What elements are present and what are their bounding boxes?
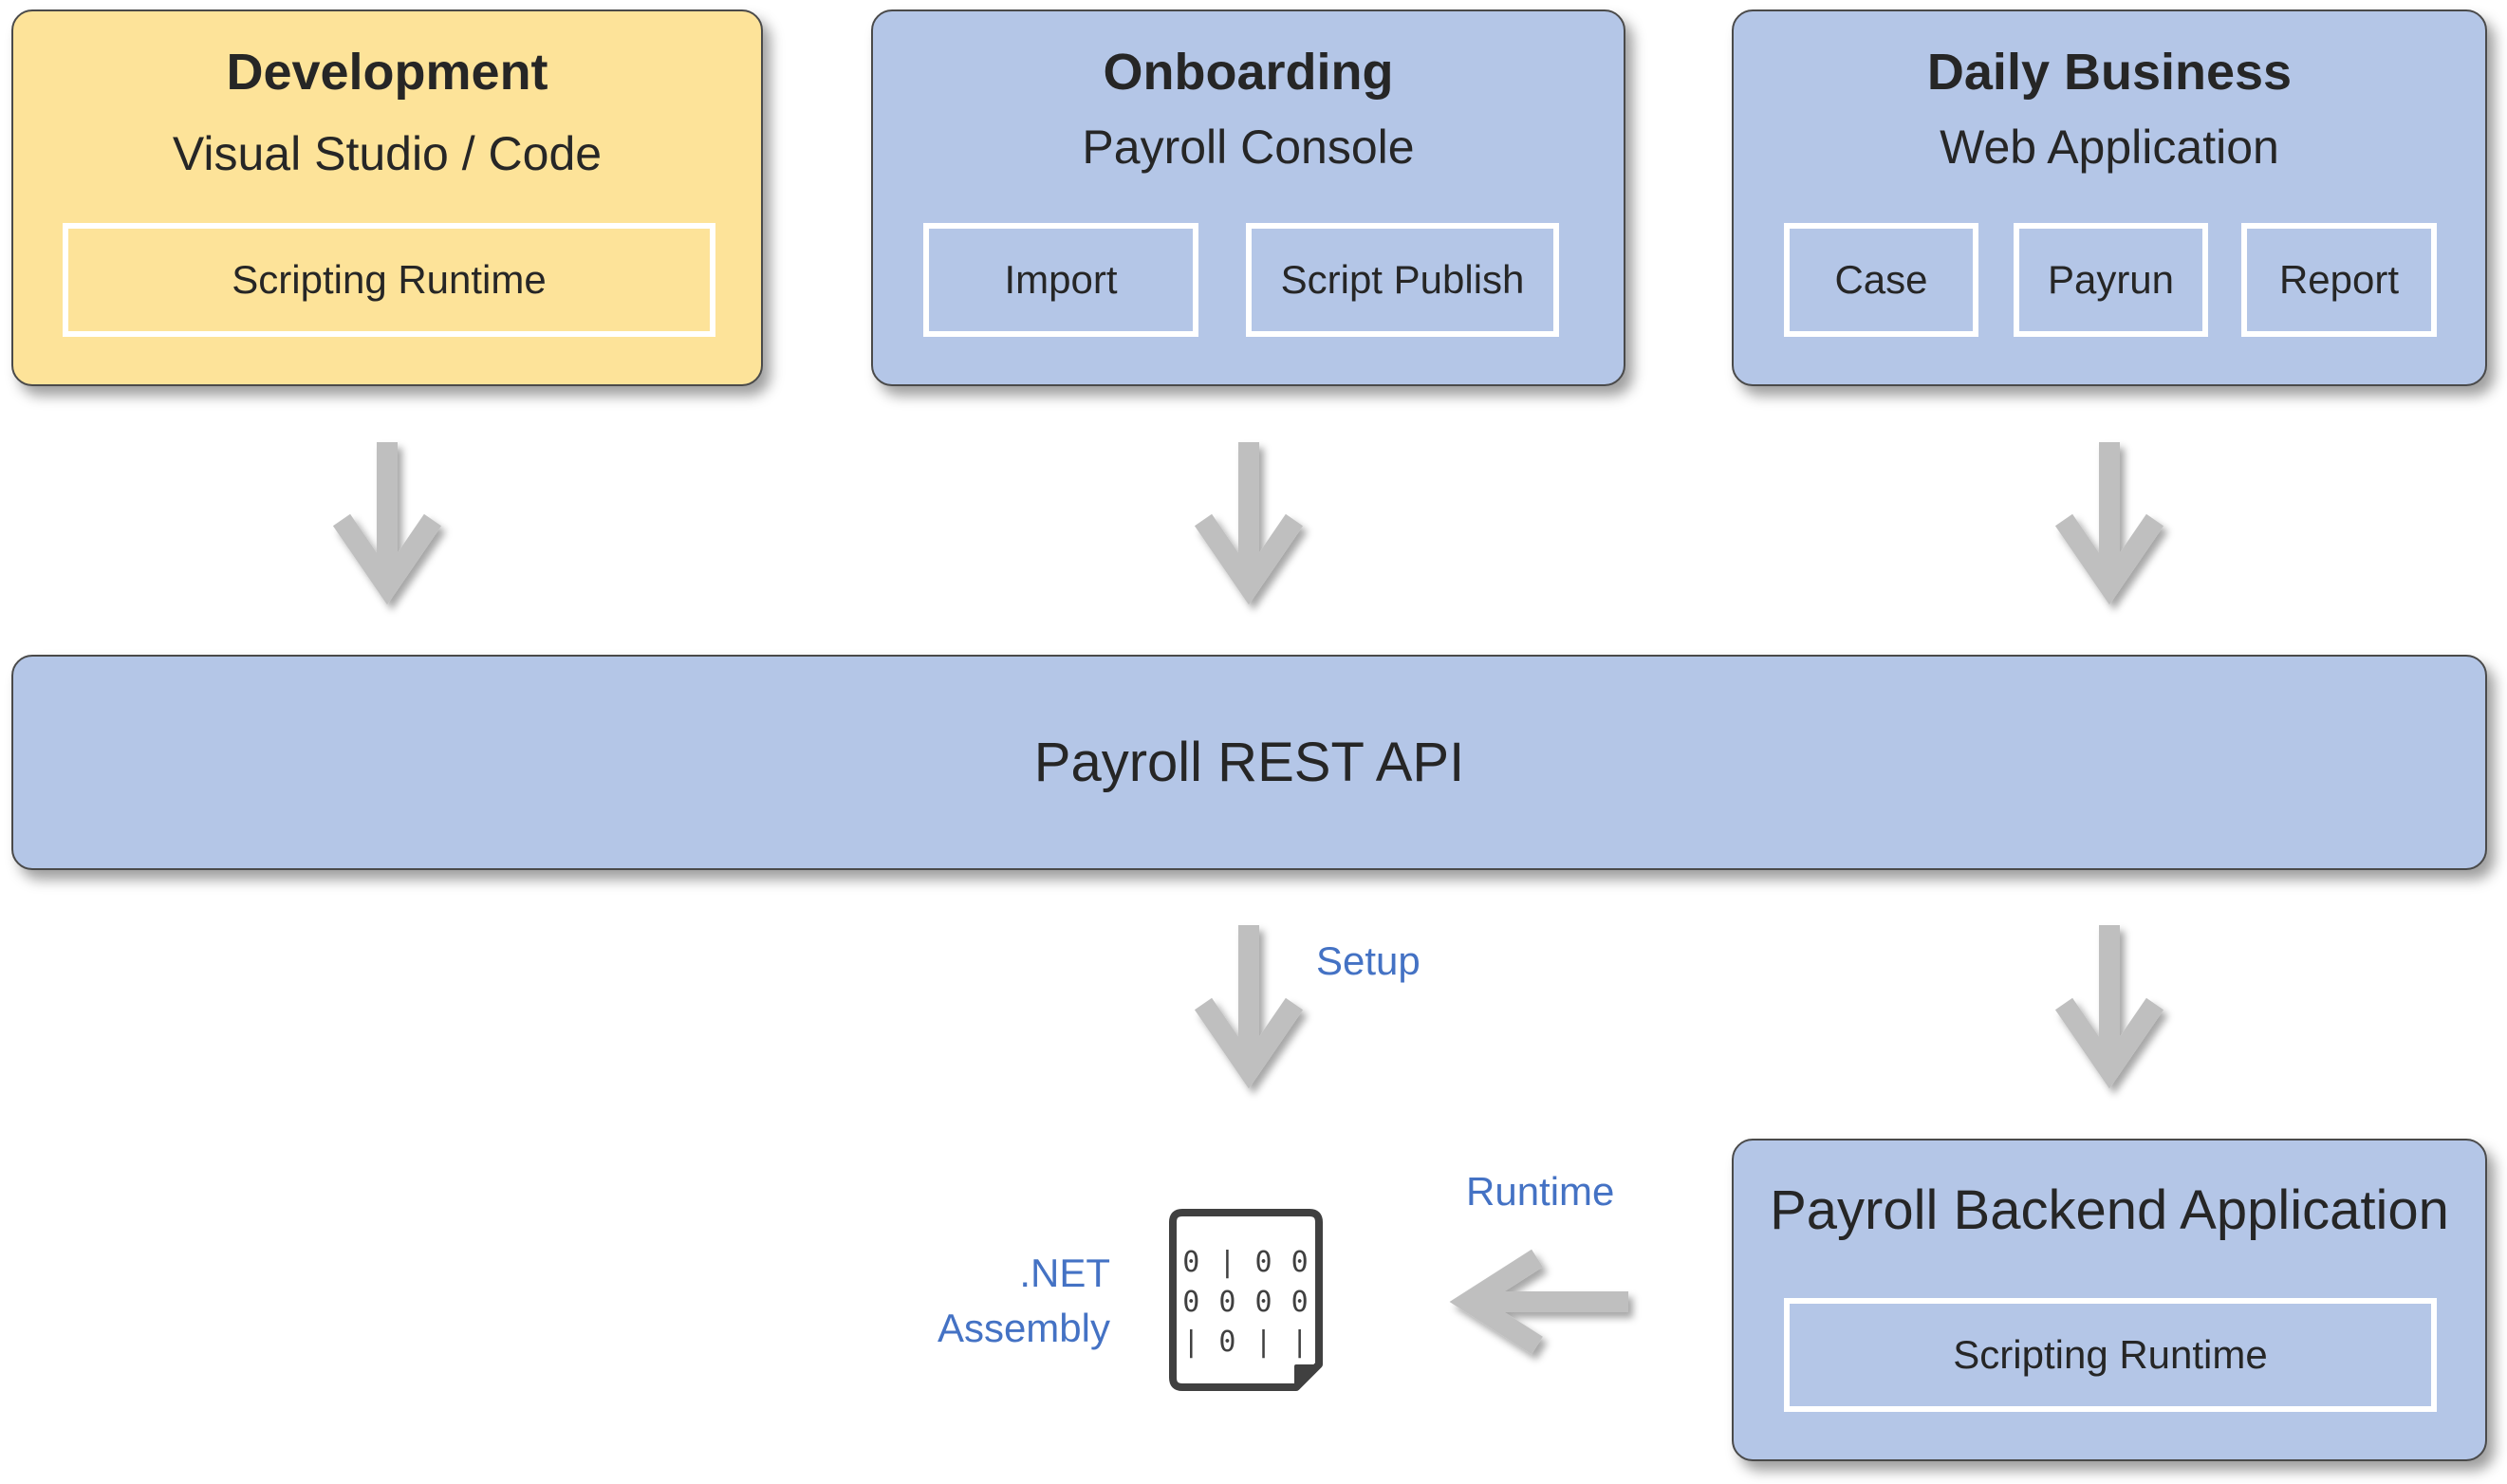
assembly-label-line1: .NET bbox=[1019, 1251, 1110, 1295]
daily-business-case: Case bbox=[1784, 223, 1978, 337]
backend-scripting-runtime: Scripting Runtime bbox=[1784, 1298, 2437, 1412]
left-arrow-runtime bbox=[1449, 1249, 1628, 1355]
onboarding-import-label: Import bbox=[1004, 257, 1118, 302]
development-subtitle: Visual Studio / Code bbox=[172, 127, 603, 180]
down-arrow-backend bbox=[2054, 925, 2164, 1089]
onboarding-script-publish: Script Publish bbox=[1246, 223, 1559, 337]
rest-api-label: Payroll REST API bbox=[1033, 732, 1465, 793]
daily-business-payrun: Payrun bbox=[2014, 223, 2208, 337]
backend-scripting-runtime-label: Scripting Runtime bbox=[1953, 1332, 2268, 1377]
development-scripting-runtime: Scripting Runtime bbox=[63, 223, 715, 337]
onboarding-title: Onboarding bbox=[1103, 44, 1394, 101]
development-scripting-runtime-label: Scripting Runtime bbox=[232, 257, 547, 302]
down-arrow-onboarding bbox=[1194, 442, 1304, 605]
development-title: Development bbox=[226, 44, 548, 101]
assembly-label: .NET Assembly bbox=[911, 1246, 1110, 1356]
onboarding-script-publish-label: Script Publish bbox=[1280, 257, 1525, 302]
daily-business-box: Daily Business Web Application Case Payr… bbox=[1732, 9, 2487, 386]
down-arrow-setup bbox=[1194, 925, 1304, 1089]
binary-file-icon: 0 | 0 0 0 0 0 0 | 0 | | bbox=[1169, 1209, 1323, 1391]
daily-business-subtitle: Web Application bbox=[1940, 121, 2279, 174]
backend-title: Payroll Backend Application bbox=[1770, 1179, 2449, 1241]
daily-business-title: Daily Business bbox=[1926, 44, 2293, 101]
down-arrow-daily-business bbox=[2054, 442, 2164, 605]
onboarding-subtitle: Payroll Console bbox=[1082, 121, 1415, 174]
backend-box: Payroll Backend Application Scripting Ru… bbox=[1732, 1139, 2487, 1461]
binary-row-3: | 0 | | bbox=[1182, 1326, 1309, 1359]
assembly-label-line2: Assembly bbox=[937, 1305, 1110, 1350]
daily-business-payrun-label: Payrun bbox=[2047, 257, 2175, 302]
onboarding-import: Import bbox=[923, 223, 1198, 337]
down-arrow-development bbox=[332, 442, 442, 605]
rest-api-box: Payroll REST API bbox=[11, 655, 2487, 870]
binary-row-2: 0 0 0 0 bbox=[1182, 1286, 1309, 1319]
setup-label: Setup bbox=[1316, 938, 1421, 983]
runtime-label: Runtime bbox=[1466, 1169, 1615, 1214]
daily-business-report-label: Report bbox=[2278, 257, 2400, 302]
binary-row-1: 0 | 0 0 bbox=[1182, 1246, 1309, 1279]
daily-business-case-label: Case bbox=[1834, 257, 1928, 302]
daily-business-report: Report bbox=[2241, 223, 2437, 337]
onboarding-box: Onboarding Payroll Console Import Script… bbox=[871, 9, 1625, 386]
development-box: Development Visual Studio / Code Scripti… bbox=[11, 9, 763, 386]
